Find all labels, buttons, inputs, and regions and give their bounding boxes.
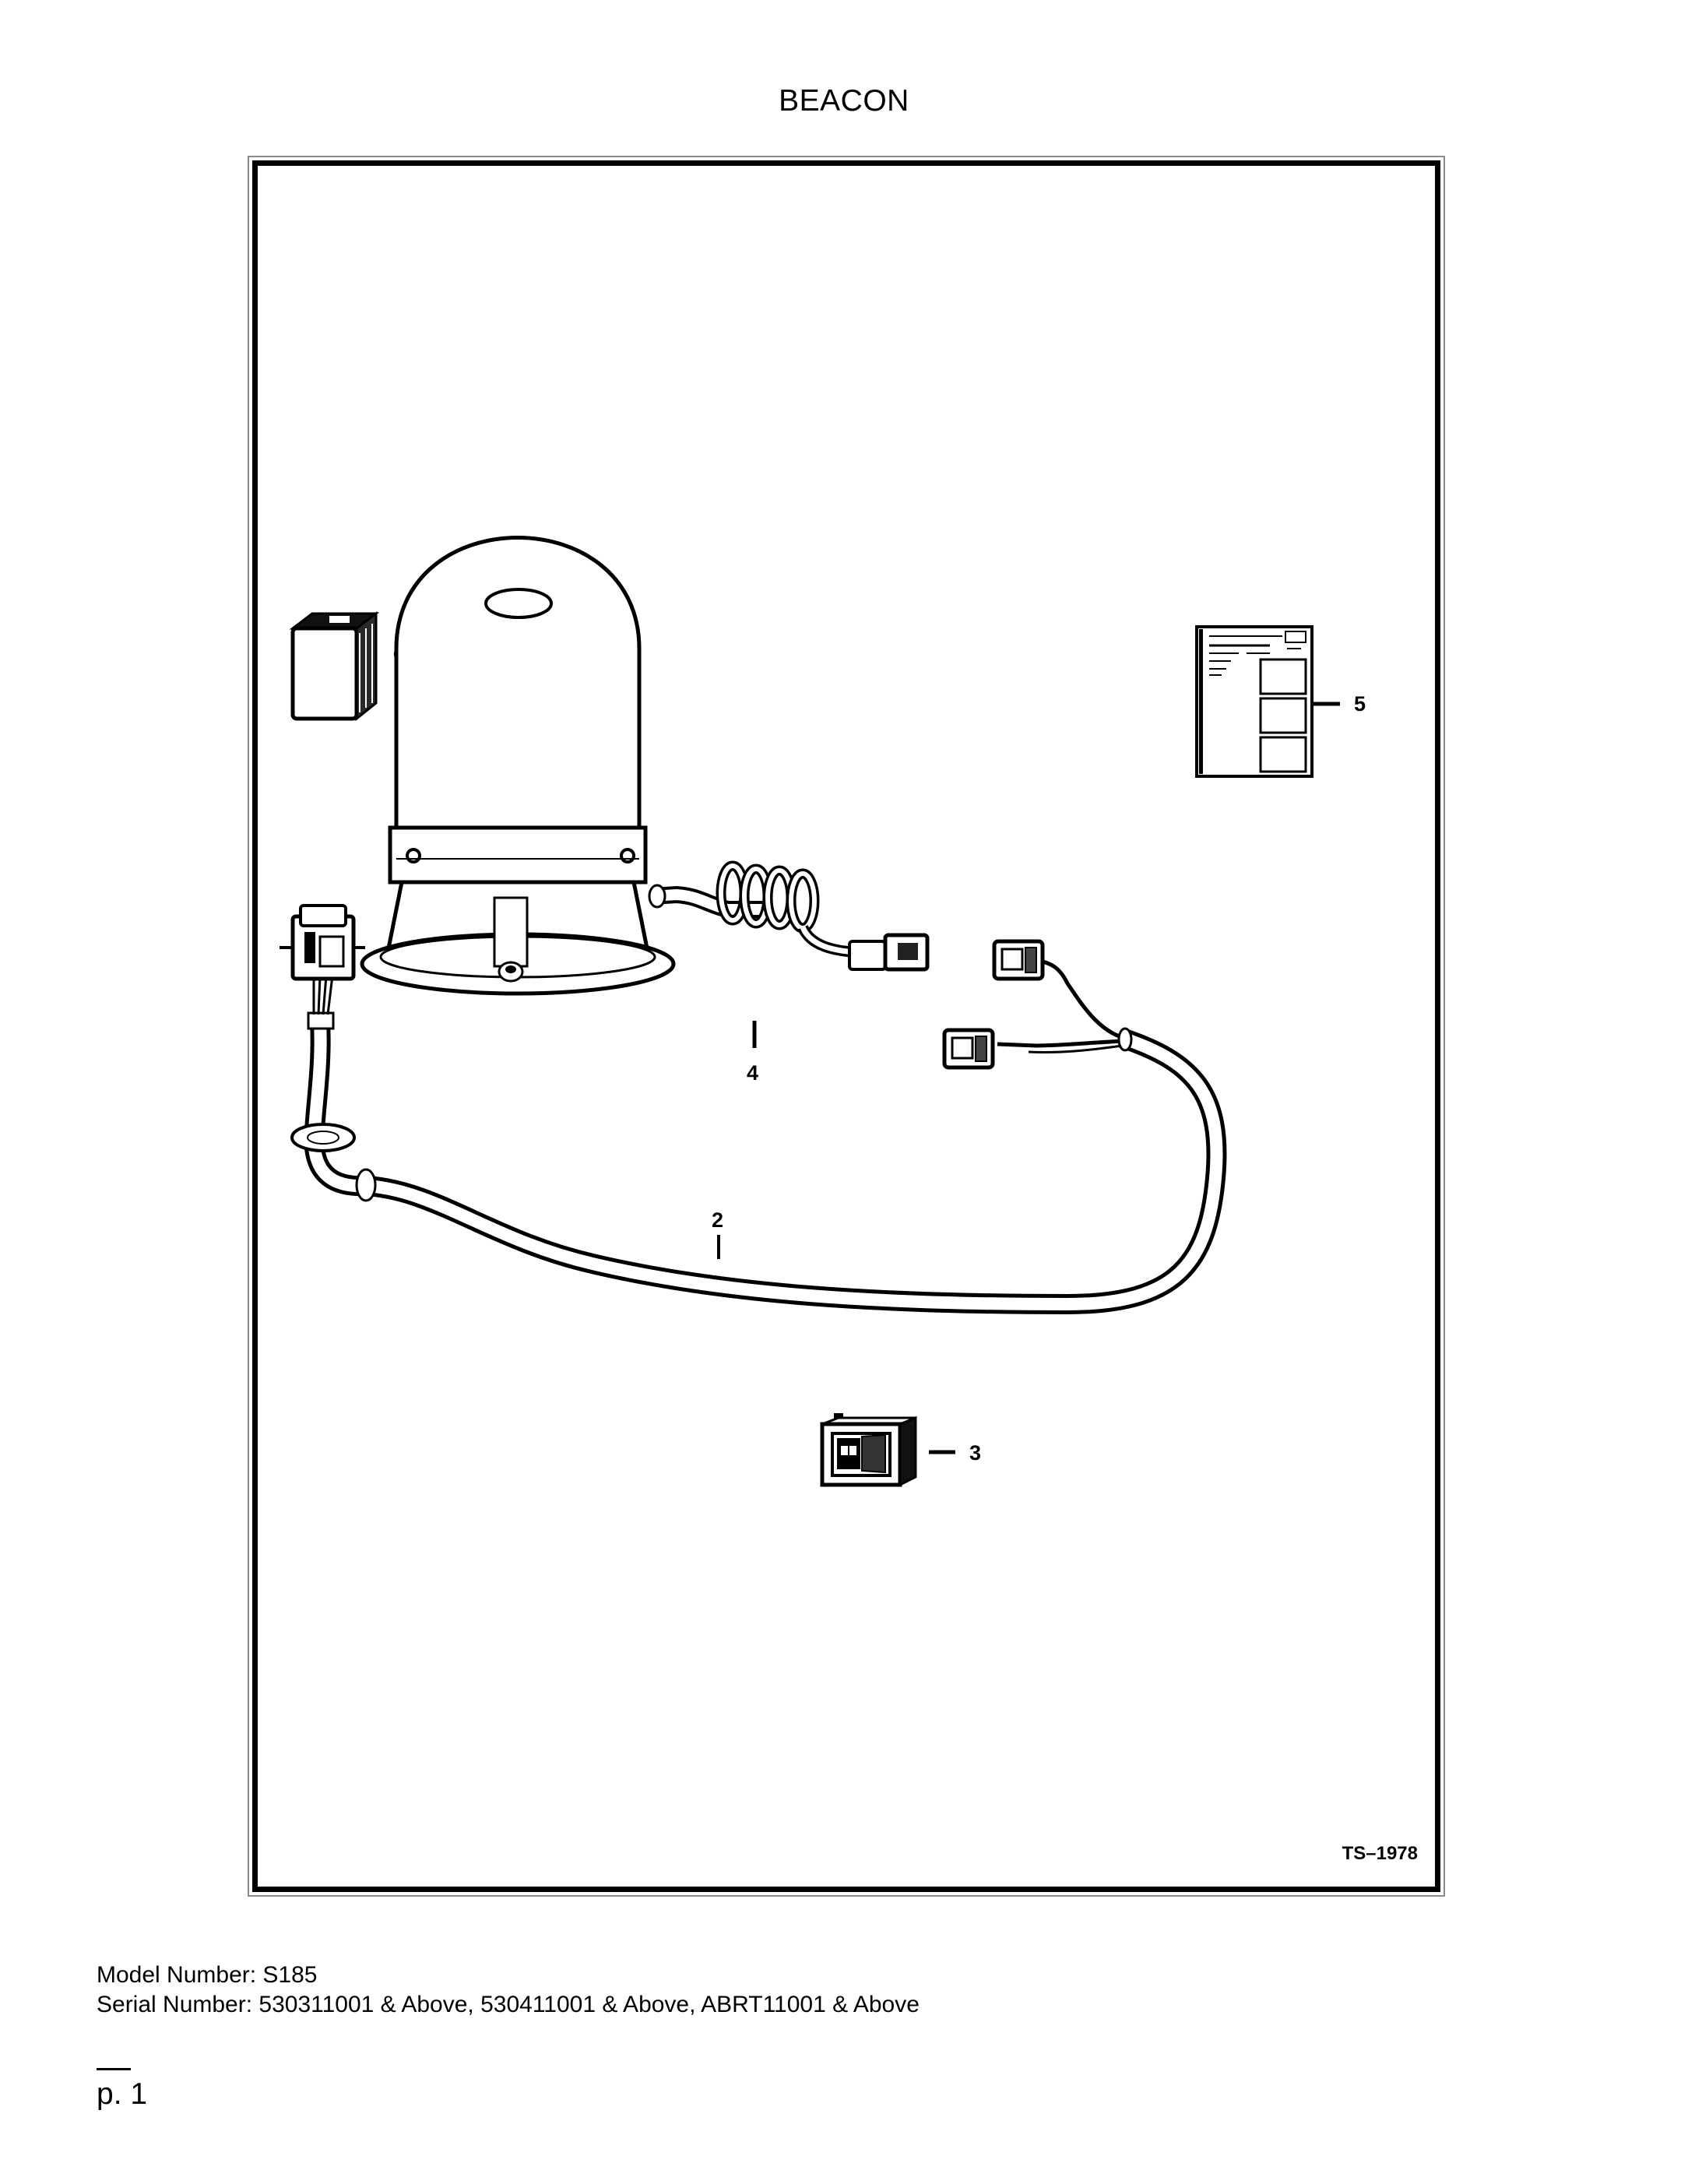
callout-4: 4 [747,1061,758,1085]
decal-sheet-part [1195,625,1313,778]
page-title: BEACON [779,84,909,118]
page-number-rule [97,2068,131,2070]
rocker-switch-part [820,1413,917,1487]
figure-id: TS–1978 [1342,1843,1418,1864]
callout-5: 5 [1354,692,1366,716]
serial-number: Serial Number: 530311001 & Above, 530411… [97,1992,920,2017]
figure-frame-outer [248,156,1445,1897]
parts-illustration: 1 5 [258,166,1435,1887]
model-number: Model Number: S185 [97,1962,318,1988]
wiring-harness-part [280,904,1227,1315]
page-number: p. 1 [97,2077,148,2111]
beacon-light-part [360,536,930,996]
relay-part [289,610,380,722]
callout-3: 3 [969,1441,981,1465]
callout-2: 2 [712,1208,723,1232]
figure-frame [252,160,1440,1892]
